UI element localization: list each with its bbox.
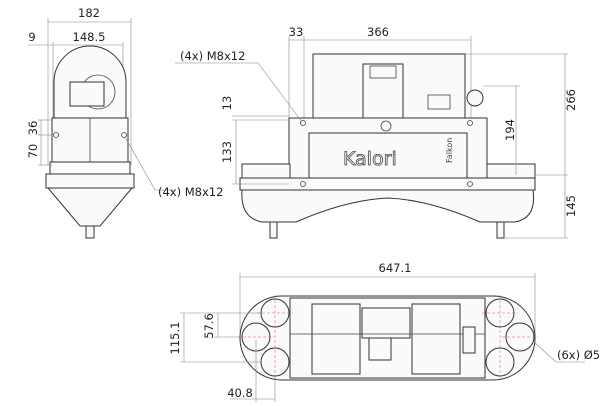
- dim-side-36: 36: [26, 121, 40, 136]
- dim-bottom-length: 647.1: [379, 261, 412, 275]
- dim-front-194: 194: [503, 119, 517, 141]
- dim-side-offset: 9: [28, 30, 35, 44]
- callout-outlet-diameter: (6x) Ø55: [557, 348, 600, 362]
- dim-front-33: 33: [289, 25, 304, 39]
- motor-box: [69, 81, 105, 107]
- callout-front-mount: (4x) M8x12: [180, 49, 245, 63]
- front-view: Kalori Falkon 33 366 13 133 194 266 145 …: [175, 25, 578, 239]
- dim-side-width: 182: [78, 6, 100, 20]
- side-view: 182 9 148.5 36 70 (4x) M8x12: [26, 6, 223, 239]
- nozzle: [85, 225, 95, 239]
- dim-bottom-115: 115.1: [168, 322, 182, 355]
- brand-logo: Kalori: [343, 148, 397, 170]
- dim-front-13: 13: [220, 96, 234, 111]
- base-shell: [241, 189, 535, 223]
- nozzle-left: [269, 221, 278, 239]
- dim-front-133: 133: [220, 141, 234, 163]
- dim-front-366: 366: [367, 25, 389, 39]
- dim-side-inner: 148.5: [73, 30, 106, 44]
- dim-front-266: 266: [564, 89, 578, 111]
- model-label: Falkon: [445, 138, 454, 163]
- nozzle-right: [496, 221, 505, 239]
- dim-bottom-57: 57.6: [202, 313, 216, 339]
- control-box: [362, 63, 404, 119]
- dim-front-145: 145: [564, 195, 578, 217]
- bottom-view: 647.1 115.1 57.6 40.8 (6x) Ø55: [168, 261, 600, 402]
- dim-bottom-40: 40.8: [227, 386, 253, 400]
- funnel: [46, 187, 134, 227]
- dim-side-70: 70: [26, 144, 40, 159]
- valve: [466, 89, 484, 107]
- logo-panel: [308, 132, 468, 182]
- callout-side-mount: (4x) M8x12: [158, 185, 223, 199]
